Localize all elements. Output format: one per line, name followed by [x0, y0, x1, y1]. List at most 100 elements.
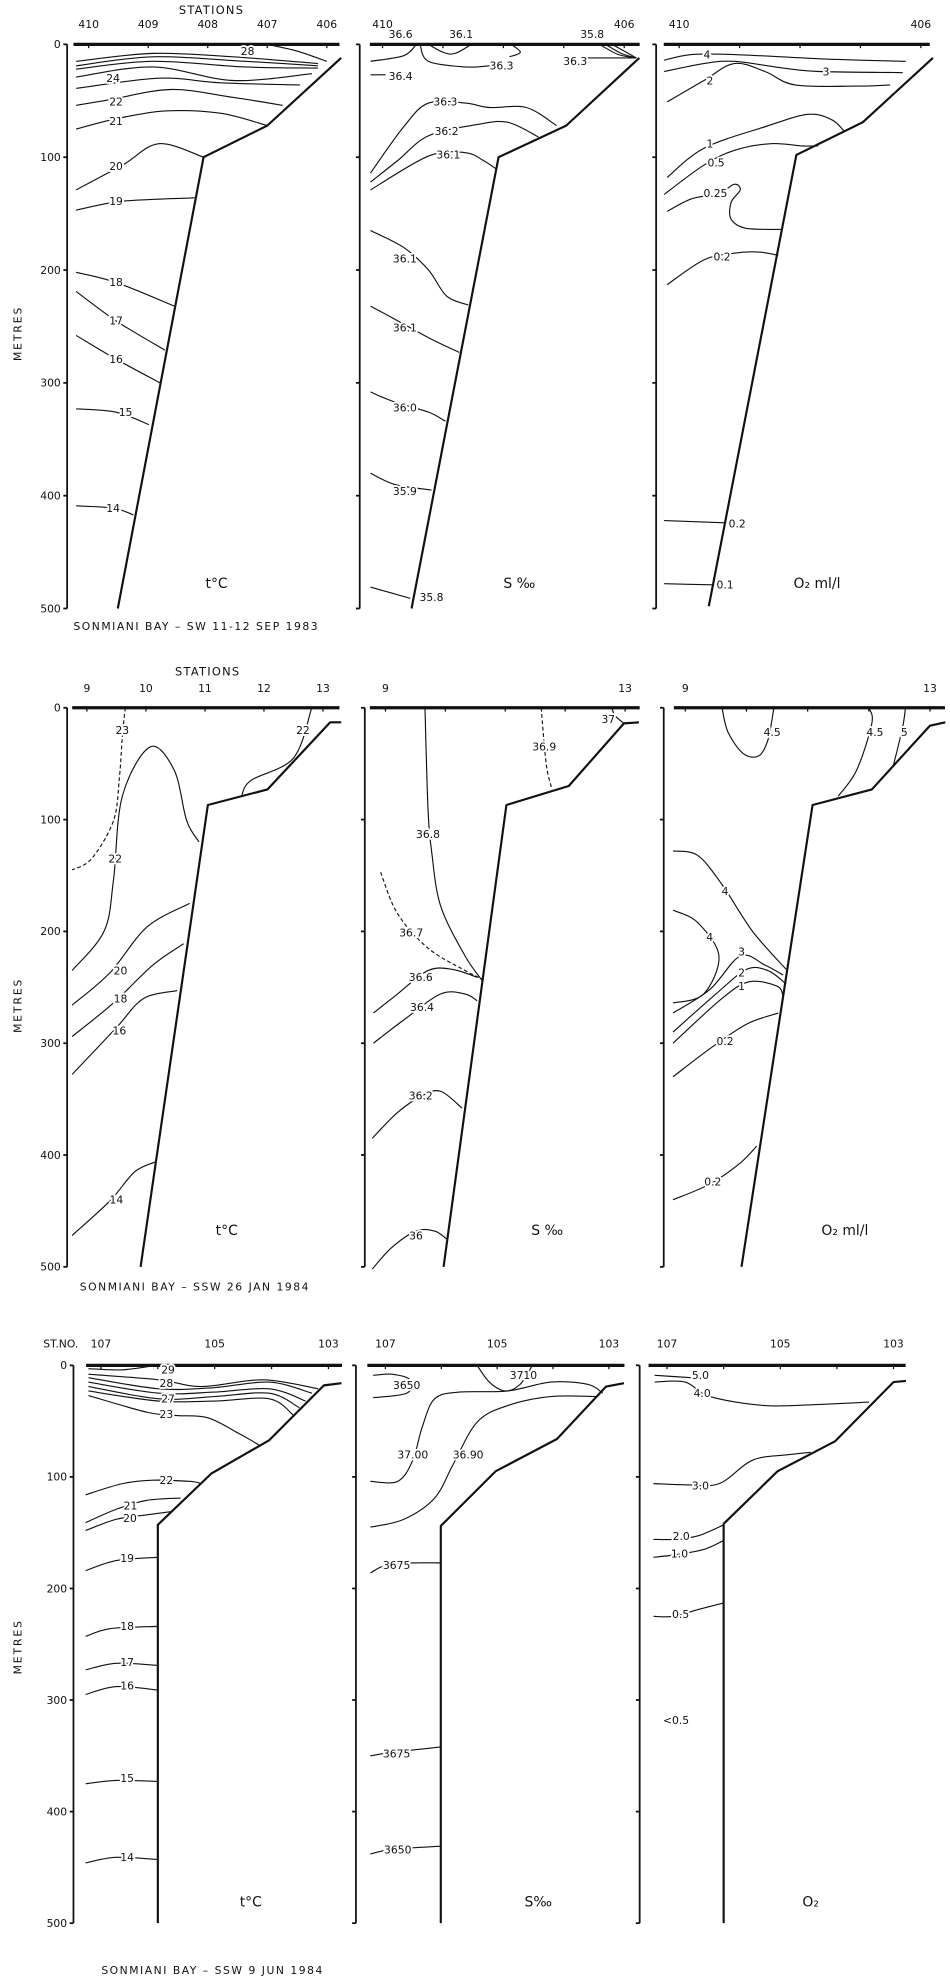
station-label: 13 — [316, 682, 330, 695]
isoline-label: 14 — [120, 1851, 134, 1864]
isoline-label: 37 — [601, 713, 615, 726]
station-label: 12 — [257, 682, 271, 695]
isoline-label: 2.0 — [673, 1530, 690, 1543]
isoline — [664, 519, 726, 524]
isoline — [85, 1479, 202, 1496]
isoline-label: 20 — [109, 160, 123, 173]
station-label: 105 — [770, 1338, 791, 1351]
isoline — [653, 1602, 724, 1618]
station-label: 107 — [91, 1338, 112, 1351]
isoline-label: 3650 — [393, 1379, 421, 1392]
station-label: 10 — [139, 682, 153, 695]
depth-tick-label: 400 — [47, 1805, 68, 1818]
isoline — [371, 1090, 463, 1139]
station-label: 407 — [257, 18, 278, 31]
depth-tick-label: 200 — [40, 264, 61, 277]
isoline-label: 18 — [109, 276, 123, 289]
parameter-label: S ‰ — [503, 576, 535, 592]
isoline — [75, 109, 268, 130]
station-label: 406 — [911, 18, 932, 31]
isoline — [71, 990, 178, 1075]
isoline-label: 28 — [241, 45, 255, 58]
isoline-label: 18 — [120, 1620, 134, 1633]
isoline-label: 27 — [161, 1393, 175, 1406]
seabed-profile — [740, 721, 946, 1268]
isoline-label: 16 — [109, 353, 123, 366]
isoline — [672, 954, 784, 1014]
isoline — [241, 707, 313, 797]
isoline-label: 0.2 — [704, 1176, 721, 1189]
isoline — [892, 707, 907, 767]
isoline-label: 17 — [120, 1656, 134, 1669]
depth-tick-label: 200 — [40, 925, 61, 938]
isoline — [370, 472, 432, 491]
isoline-label: 15 — [119, 406, 133, 419]
isoline-label: 3.0 — [692, 1480, 709, 1493]
parameter-label: t°C — [240, 1895, 262, 1911]
station-label: 406 — [614, 18, 635, 31]
station-label: 406 — [317, 18, 338, 31]
section-caption: SONMIANI BAY – SSW 9 JUN 1984 — [101, 1964, 324, 1977]
isoline — [267, 43, 327, 62]
isoline — [85, 1779, 158, 1785]
isoline-label: 0.1 — [717, 579, 734, 592]
isoline — [666, 113, 845, 178]
isoline — [75, 290, 166, 351]
depth-tick-label: 0 — [60, 1359, 67, 1372]
isoline-label: 22 — [160, 1474, 174, 1487]
station-label: 410 — [78, 18, 99, 31]
isoline-label: 35.8 — [580, 28, 604, 41]
isoline — [370, 43, 417, 62]
isoline-label: 0.2 — [716, 1035, 733, 1048]
station-label: 105 — [487, 1338, 508, 1351]
depth-tick-label: 300 — [40, 377, 61, 390]
isoline — [424, 707, 484, 983]
isoline — [88, 1394, 261, 1447]
isoline — [672, 909, 720, 1004]
seabed-profile — [442, 721, 639, 1267]
isoline — [654, 1380, 870, 1407]
station-label: 107 — [375, 1338, 396, 1351]
isoline — [76, 88, 283, 106]
isoline — [666, 62, 891, 103]
isoline-label: 36.9 — [532, 741, 556, 754]
seabed-profile — [156, 1382, 342, 1924]
isoline — [666, 183, 782, 231]
depth-axis-title: METRES — [12, 978, 25, 1033]
isoline-label: 22 — [296, 724, 310, 737]
isoline-label: 36.90 — [453, 1448, 484, 1461]
isoline-label: 29 — [161, 1364, 175, 1377]
isoline — [75, 334, 161, 384]
isoline — [71, 745, 200, 971]
isoline-label: 3 — [823, 65, 830, 78]
depth-axis-title: METRES — [12, 306, 25, 361]
isoline — [664, 583, 714, 586]
isoline-label: 36.1 — [449, 28, 473, 41]
isoline — [370, 100, 557, 174]
depth-tick-label: 400 — [40, 489, 61, 502]
isoline-label: 35.9 — [393, 485, 417, 498]
isoline — [85, 1625, 158, 1637]
isoline — [370, 1562, 441, 1574]
isoline-label: 28 — [160, 1377, 174, 1390]
station-label: 408 — [197, 18, 218, 31]
isoline-label: 17 — [109, 315, 123, 328]
isoline — [370, 1395, 597, 1528]
isoline-label: 15 — [120, 1772, 134, 1785]
isoline — [663, 53, 906, 62]
station-label: 9 — [83, 682, 90, 695]
isoline — [370, 120, 539, 183]
isoline — [71, 707, 126, 871]
depth-tick-label: 0 — [54, 38, 61, 51]
isoline — [663, 142, 819, 195]
isoline-label: 4 — [722, 885, 729, 898]
isoline — [370, 391, 446, 422]
isoline-label: 36.2 — [435, 125, 459, 138]
depth-tick-label: 500 — [40, 602, 61, 615]
isoline — [370, 1381, 604, 1484]
depth-tick-label: 500 — [47, 1917, 68, 1930]
